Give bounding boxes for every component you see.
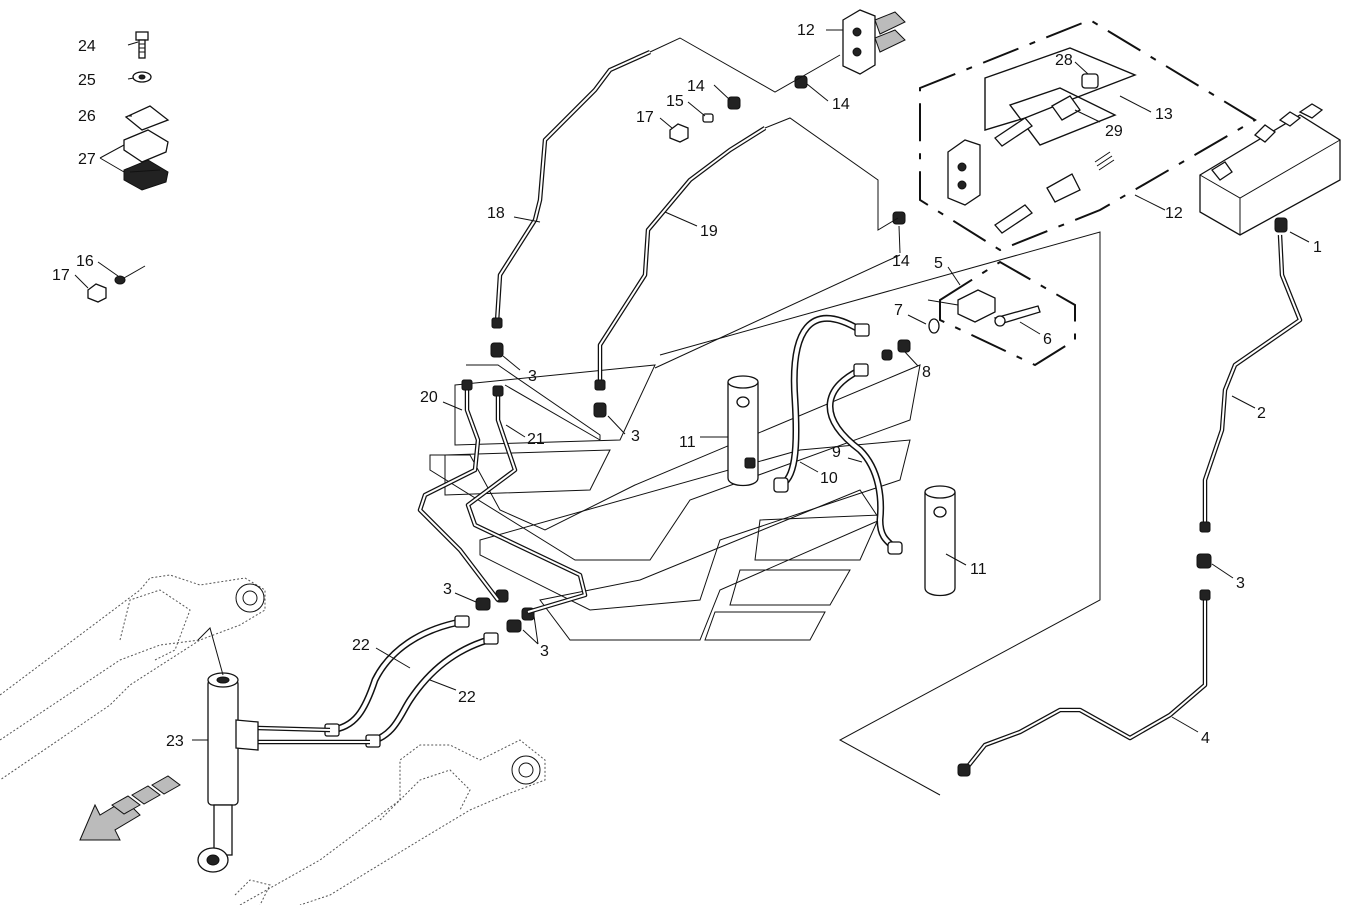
callout-9: 9 bbox=[832, 444, 841, 461]
bolt-24 bbox=[135, 31, 149, 59]
cylinder-tubes-23 bbox=[257, 725, 370, 745]
pipe-18 bbox=[491, 49, 651, 329]
pipe-4 bbox=[957, 589, 1211, 777]
plate-26 bbox=[124, 105, 170, 131]
direction-arrow bbox=[79, 775, 181, 841]
callout-21: 21 bbox=[527, 431, 545, 448]
valve-body-12 bbox=[947, 139, 981, 206]
fitting-14-lower bbox=[892, 211, 906, 225]
cab-floor-frames bbox=[429, 364, 921, 641]
cab-floor-outline bbox=[654, 231, 1101, 796]
callout-7: 7 bbox=[894, 302, 903, 319]
pipe-19 bbox=[594, 126, 767, 391]
callout-8: 8 bbox=[922, 364, 931, 381]
pipe-2 bbox=[1199, 234, 1303, 533]
hose-22-upper bbox=[324, 615, 470, 737]
callout-17: 17 bbox=[52, 267, 70, 284]
callout-28: 28 bbox=[1055, 52, 1073, 69]
callout-23: 23 bbox=[166, 733, 184, 750]
callout-1: 1 bbox=[1313, 239, 1322, 256]
callout-18: 18 bbox=[487, 205, 505, 222]
pipe-20 bbox=[417, 379, 500, 602]
callout-3-c: 3 bbox=[1236, 575, 1245, 592]
nut-17 bbox=[87, 283, 107, 303]
callout-20: 20 bbox=[420, 389, 438, 406]
nut-17-upper bbox=[669, 123, 689, 143]
seal-7 bbox=[928, 318, 940, 334]
outline-box-part-29 bbox=[1008, 87, 1117, 146]
callout-19: 19 bbox=[700, 223, 718, 240]
callout-22-lower: 22 bbox=[458, 689, 476, 706]
callout-4: 4 bbox=[1201, 730, 1210, 747]
leader-pipes-mid bbox=[466, 364, 601, 441]
fittings-3 bbox=[475, 342, 1212, 633]
loader-arm-frame bbox=[0, 574, 546, 905]
cylinder-11-upper bbox=[727, 375, 759, 487]
valve-block-12 bbox=[842, 9, 906, 75]
callout-2: 2 bbox=[1257, 405, 1266, 422]
cap-28 bbox=[1081, 73, 1099, 89]
callout-5: 5 bbox=[934, 255, 943, 272]
outline-box-valve-group bbox=[919, 18, 1257, 252]
leader-pipes-top bbox=[649, 37, 899, 231]
spool-part bbox=[994, 117, 1115, 234]
callout-14-mid: 14 bbox=[687, 78, 705, 95]
callout-17-mid: 17 bbox=[636, 109, 654, 126]
callout-11-lower: 11 bbox=[970, 561, 987, 578]
callout-13: 13 bbox=[1155, 106, 1173, 123]
callout-11-upper: 11 bbox=[679, 434, 696, 451]
callout-27: 27 bbox=[78, 151, 96, 168]
outline-box-part-5 bbox=[939, 260, 1076, 367]
callout-26: 26 bbox=[78, 108, 96, 125]
callout-12-right: 12 bbox=[1165, 205, 1183, 222]
callout-25: 25 bbox=[78, 72, 96, 89]
callout-3-b: 3 bbox=[631, 428, 640, 445]
hose-9 bbox=[826, 363, 903, 555]
callout-22-upper: 22 bbox=[352, 637, 370, 654]
fitting-8 bbox=[881, 339, 911, 361]
fitting-15 bbox=[702, 113, 714, 123]
callout-3-e: 3 bbox=[540, 643, 549, 660]
lever-6 bbox=[993, 305, 1041, 327]
callout-12-top: 12 bbox=[797, 22, 815, 39]
callout-14-lower: 14 bbox=[892, 253, 910, 270]
callout-15: 15 bbox=[666, 93, 684, 110]
callout-3-a: 3 bbox=[528, 368, 537, 385]
callout-24: 24 bbox=[78, 38, 96, 55]
washer-25 bbox=[132, 71, 152, 83]
callout-10: 10 bbox=[820, 470, 838, 487]
hose-10 bbox=[773, 315, 870, 493]
leader-lines bbox=[74, 29, 1310, 741]
control-valve-block bbox=[1199, 103, 1341, 236]
callout-3-d: 3 bbox=[443, 581, 452, 598]
callout-16: 16 bbox=[76, 253, 94, 270]
callout-29: 29 bbox=[1105, 123, 1123, 140]
fitting-1 bbox=[1274, 217, 1288, 233]
callout-labels: 24 25 26 27 16 17 12 14 14 15 17 18 19 2… bbox=[52, 22, 1322, 750]
sleeve-29 bbox=[1051, 95, 1081, 121]
valve-5 bbox=[927, 289, 996, 323]
clamp-27 bbox=[123, 129, 169, 191]
washer-16 bbox=[114, 265, 146, 285]
hose-22-lower bbox=[365, 632, 499, 748]
lift-cylinder-23 bbox=[197, 627, 259, 873]
cylinder-11-lower bbox=[924, 485, 956, 597]
pipe-21 bbox=[465, 385, 588, 615]
callout-14-top: 14 bbox=[832, 96, 850, 113]
callout-6: 6 bbox=[1043, 331, 1052, 348]
